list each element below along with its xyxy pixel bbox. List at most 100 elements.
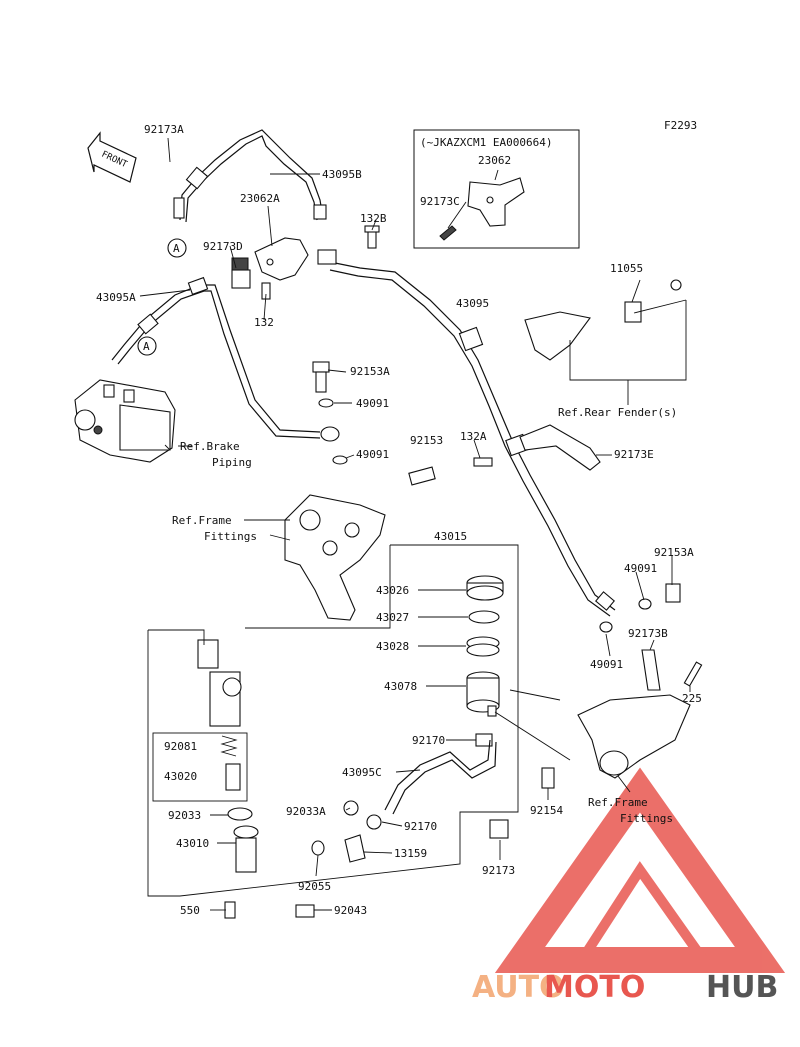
piston-43020 [225,763,241,791]
master-cylinder-43015 [197,639,242,727]
label-92173A: 92173A [144,123,184,136]
ref-frame-fittings-a1: Ref.Frame [172,514,232,527]
label-23062A: 23062A [240,192,280,205]
group-box-left [148,629,205,645]
label-92173E: 92173E [614,448,654,461]
washer-49091-c [638,598,652,610]
label-550: 550 [180,904,200,917]
label-132A: 132A [460,430,487,443]
part-labels: 92173A 43095B 23062A 132B 92173D 132 430… [96,123,702,917]
bolt-92153A-lower [665,583,681,603]
label-49091-d: 49091 [590,658,623,671]
label-92173: 92173 [482,864,515,877]
label-132B: 132B [360,212,387,225]
clamp-92173 [489,819,509,839]
variant-box [413,129,580,249]
bolt-132A [473,457,493,467]
label-92153A-lower: 92153A [654,546,694,559]
label-92173D: 92173D [203,240,243,253]
label-92154: 92154 [530,804,563,817]
elbow-13159 [344,834,366,863]
svg-text:A: A [143,340,150,353]
brake-hose-43095B [173,129,327,223]
bracket-92173B [641,649,661,691]
ref-frame-fittings-b2: Fittings [620,812,673,825]
label-92173C: 92173C [420,195,460,208]
ref-rear-fender: Ref.Rear Fender(s) [558,406,677,419]
variant-note: (~JKAZXCM1 EA000664) [420,136,552,149]
label-49091-b: 49091 [356,448,389,461]
watermark-text: AUTO MOTO HUB [472,970,778,1005]
label-92033A: 92033A [286,805,326,818]
reference-labels: Ref.Brake Piping Ref.Rear Fender(s) Ref.… [172,406,677,825]
label-92153: 92153 [410,434,443,447]
label-92055: 92055 [298,880,331,893]
washer-49091-a [318,398,334,408]
bracket-92173E [519,424,601,471]
label-92170-a: 92170 [412,734,445,747]
brake-hose-43095A [111,276,340,442]
label-132: 132 [254,316,274,329]
ref-brake-piping-2: Piping [212,456,252,469]
label-92173B: 92173B [628,627,668,640]
label-43095A: 43095A [96,291,136,304]
bolt-92043 [295,904,315,918]
ref-frame-fittings-b1: Ref.Frame [588,796,648,809]
label-43095B: 43095B [322,168,362,181]
washer-49091-d [599,621,613,633]
bolt-92153 [408,466,436,486]
frame-fitting-right [577,694,691,779]
brake-hose-43095 [317,249,616,617]
label-92043: 92043 [334,904,367,917]
bracket-23062A [231,237,309,289]
label-43026: 43026 [376,584,409,597]
label-43027: 43027 [376,611,409,624]
diaphragm-43028 [466,636,500,657]
watermark-hub: HUB [706,970,778,1005]
svg-text:A: A [173,242,180,255]
label-49091-c: 49091 [624,562,657,575]
abs-unit [74,379,176,463]
ref-brake-piping-1: Ref.Brake [180,440,240,453]
oring-92055 [311,840,325,856]
label-11055: 11055 [610,262,643,275]
label-43028: 43028 [376,640,409,653]
plate-43027 [468,610,500,624]
front-arrow-icon: FRONT [87,131,137,183]
circlip-92033 [227,807,253,821]
bracket-23062 [439,177,525,241]
label-92033: 92033 [168,809,201,822]
bolt-92153A-upper [312,361,330,393]
pin-550 [224,901,236,919]
bolt-92154 [541,767,555,789]
watermark-auto: AUTO [472,970,565,1005]
connector-a-lower: A [137,336,157,356]
frame-fitting-bracket [284,494,386,621]
watermark-logo [494,767,786,973]
push-rod-43010 [233,825,259,873]
figure-code: F2293 [664,119,697,132]
label-43095: 43095 [456,297,489,310]
label-225: 225 [682,692,702,705]
label-43095C: 43095C [342,766,382,779]
reservoir-cap-43026 [466,575,504,601]
clamp-92170-b [366,814,382,830]
connector-a-upper: A [167,238,187,258]
label-92170-b: 92170 [404,820,437,833]
leader-lines [139,137,691,911]
bolt-225 [683,661,703,687]
label-43020: 43020 [164,770,197,783]
watermark-moto: MOTO [544,970,645,1005]
group-box-43020 [152,732,248,802]
label-13159: 13159 [394,847,427,860]
label-43078: 43078 [384,680,417,693]
spring-92081 [220,735,238,757]
reservoir-43078 [466,671,500,717]
label-43010: 43010 [176,837,209,850]
ref-frame-fittings-a2: Fittings [204,530,257,543]
label-23062: 23062 [478,154,511,167]
circlip-92033A [343,800,359,816]
washer-49091-b [332,455,348,465]
label-43015: 43015 [434,530,467,543]
